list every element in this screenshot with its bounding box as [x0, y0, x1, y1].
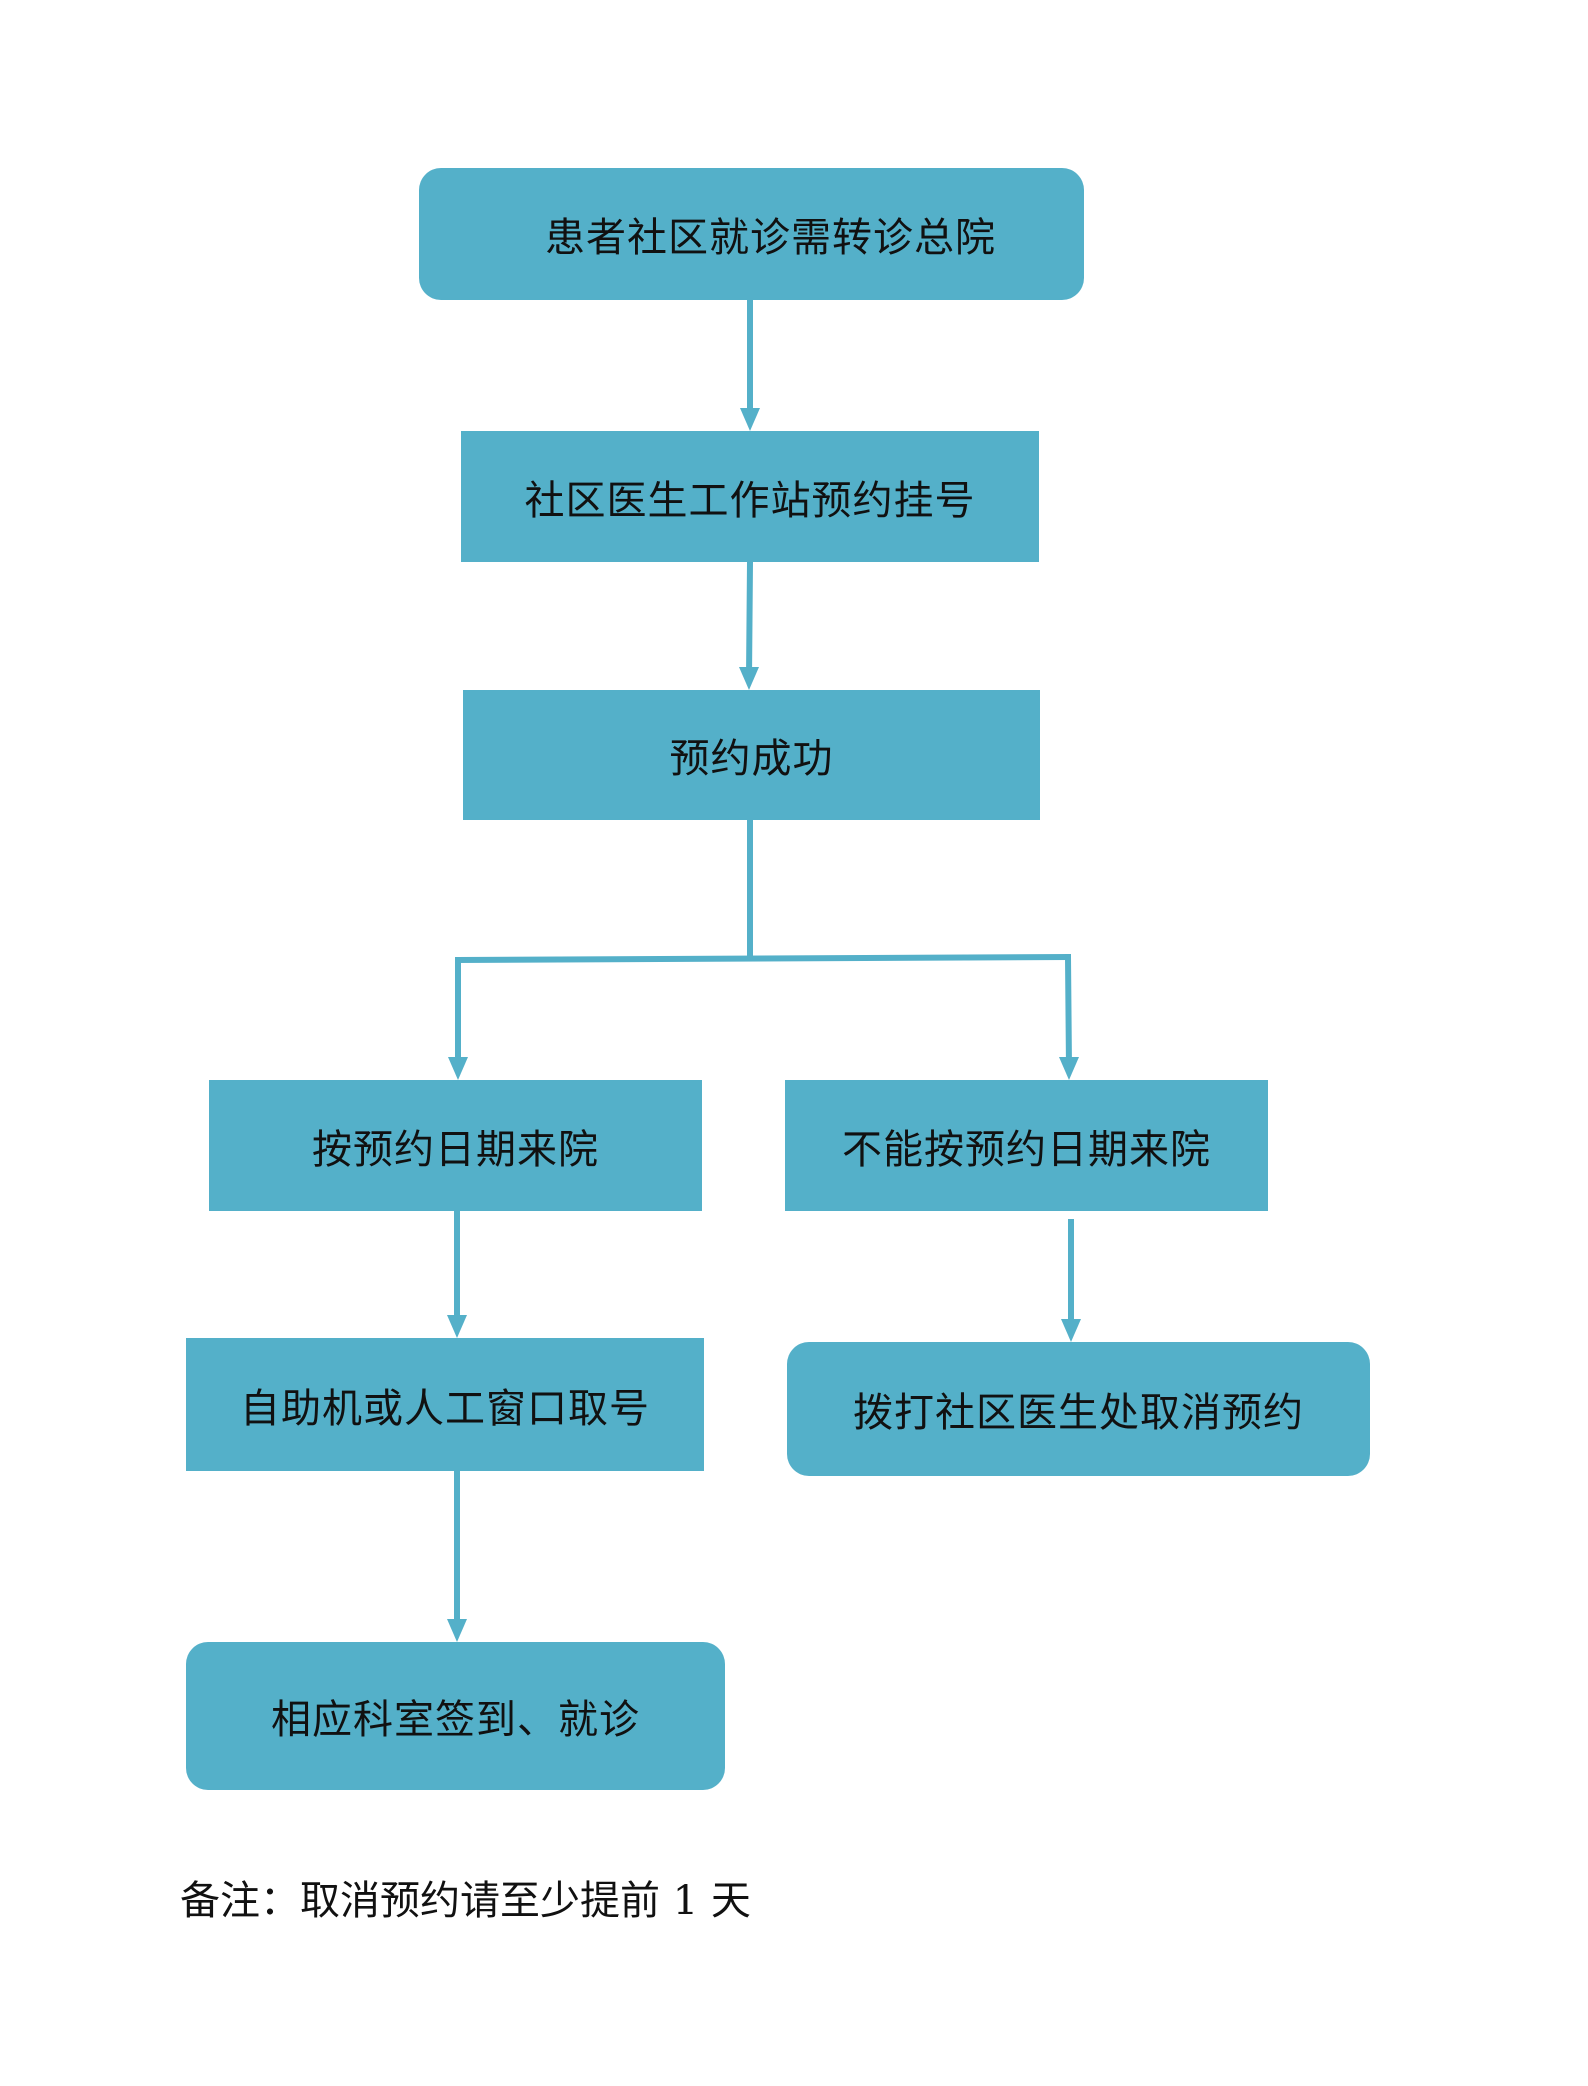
arrow-branch-to-n5 [1064, 953, 1073, 1072]
node-booking: 社区医生工作站预约挂号 [461, 431, 1039, 562]
node-checkin-visit: 相应科室签到、就诊 [186, 1642, 725, 1790]
arrowhead-n4-to-n6 [447, 1315, 467, 1338]
connector-branch-bar [454, 953, 1072, 964]
footnote: 备注：取消预约请至少提前 1 天 [180, 1878, 751, 1924]
node-arrive-on-date: 按预约日期来院 [209, 1080, 702, 1211]
arrow-n2-to-n3 [745, 558, 754, 682]
arrowhead-branch-to-n4 [448, 1057, 468, 1080]
node-booking-success: 预约成功 [463, 690, 1040, 820]
node-booking-success-label: 预约成功 [669, 736, 834, 782]
arrowhead-n2-to-n3 [739, 667, 759, 690]
node-referral-start: 患者社区就诊需转诊总院 [419, 168, 1084, 300]
arrowhead-branch-to-n5 [1059, 1057, 1079, 1080]
node-cannot-arrive-label: 不能按预约日期来院 [842, 1126, 1211, 1173]
node-arrive-on-date-label: 按预约日期来院 [312, 1126, 599, 1173]
node-cancel-booking-label: 拨打社区医生处取消预约 [853, 1390, 1304, 1436]
node-booking-label: 社区医生工作站预约挂号 [524, 477, 976, 524]
arrowhead-n6-to-n8 [447, 1619, 467, 1642]
node-get-number: 自助机或人工窗口取号 [186, 1338, 704, 1471]
node-get-number-label: 自助机或人工窗口取号 [240, 1385, 650, 1432]
node-checkin-visit-label: 相应科室签到、就诊 [271, 1697, 640, 1743]
node-cannot-arrive: 不能按预约日期来院 [785, 1080, 1268, 1211]
node-cancel-booking: 拨打社区医生处取消预约 [787, 1342, 1370, 1476]
node-referral-start-label: 患者社区就诊需转诊总院 [545, 215, 996, 261]
arrowhead-n1-to-n2 [740, 408, 760, 431]
arrowhead-n5-to-n7 [1061, 1319, 1081, 1342]
